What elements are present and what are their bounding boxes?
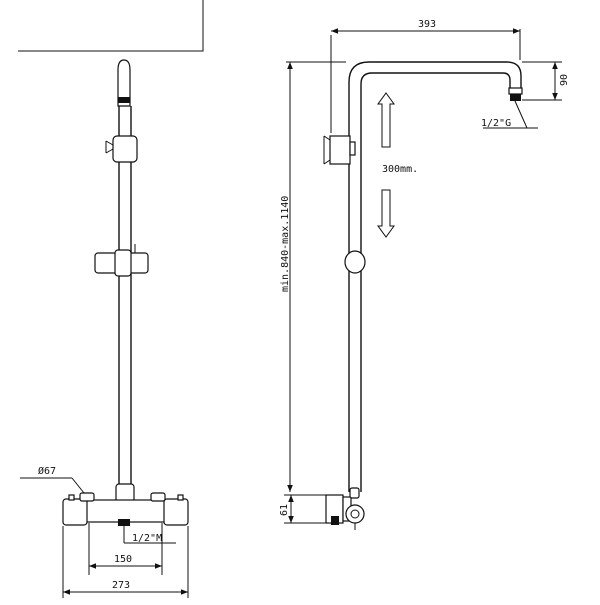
dim-spacing: 150 xyxy=(88,523,163,575)
side-view: 300mm. 393 90 1/2"G min.840-max.1140 xyxy=(279,19,570,530)
overhead-panel-outline xyxy=(18,0,204,52)
dim-valve-height: 61 xyxy=(279,494,326,524)
front-rail xyxy=(118,106,132,486)
side-mixer xyxy=(325,487,365,530)
front-mixer xyxy=(62,483,189,526)
adjust-arrows: 300mm. xyxy=(377,92,418,238)
front-slider xyxy=(94,244,149,277)
side-head-connector xyxy=(483,87,538,129)
dim-thread-label: 1/2"M xyxy=(132,533,162,544)
dim-diameter-label: Ø67 xyxy=(38,465,56,477)
dim-width: 273 xyxy=(62,526,189,598)
dim-spacing-label: 150 xyxy=(114,554,132,565)
dim-arm-length: 393 xyxy=(330,19,521,133)
dim-width-label: 273 xyxy=(112,580,130,591)
front-diverter-knob xyxy=(105,135,138,163)
side-diverter-knob xyxy=(323,135,356,165)
dim-valve-height-label: 61 xyxy=(279,504,290,516)
dim-thread: 1/2"M xyxy=(123,526,176,544)
dim-height-range-label: min.840-max.1140 xyxy=(280,196,291,292)
side-arm-rail xyxy=(348,61,522,492)
front-view: Ø67 1/2"M 150 273 xyxy=(18,0,204,598)
dim-arm-length-label: 393 xyxy=(418,19,436,30)
dim-arm-drop-label: 90 xyxy=(559,74,570,86)
dim-height-range: min.840-max.1140 xyxy=(280,61,346,492)
dim-adjust-label: 300mm. xyxy=(382,164,418,175)
dim-head-thread-label: 1/2"G xyxy=(481,118,511,129)
hand-shower xyxy=(117,59,131,107)
dim-arm-drop: 90 xyxy=(522,61,570,101)
dim-diameter: Ø67 xyxy=(20,465,85,494)
side-slider xyxy=(344,250,366,274)
